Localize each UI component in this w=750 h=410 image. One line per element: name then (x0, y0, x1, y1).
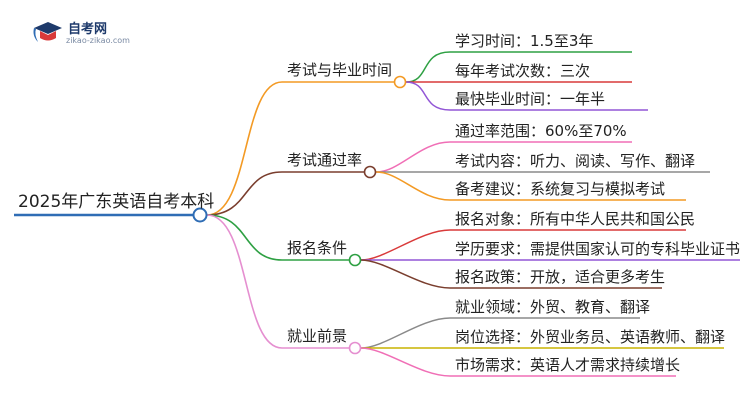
branch-node (393, 75, 407, 89)
leaf-label: 每年考试次数：三次 (455, 62, 591, 80)
root-topic: 2025年广东英语自考本科 (18, 192, 215, 212)
leaf-connector (375, 171, 451, 201)
leaf-label: 就业领域：外贸、教育、翻译 (455, 298, 651, 316)
branch-label: 就业前景 (287, 327, 348, 345)
graduation-cap-icon (33, 22, 62, 42)
branch-connector (206, 81, 283, 216)
branch-node (348, 341, 362, 355)
leaf-connector (405, 81, 451, 111)
logo: 自考网 zikao-zikao.com (30, 14, 150, 54)
leaf-label: 岗位选择：外贸业务员、英语教师、翻译 (455, 328, 726, 346)
leaf-connector (360, 229, 451, 261)
leaf-connector (405, 51, 451, 83)
leaf-label: 报名政策：开放，适合更多考生 (455, 268, 666, 286)
leaf-label: 学习时间：1.5至3年 (455, 32, 594, 50)
branch-label: 报名条件 (287, 239, 348, 257)
branch-connector (206, 214, 283, 349)
leaf-label: 考试内容：听力、阅读、写作、翻译 (455, 152, 696, 170)
leaf-label: 学历要求：需提供国家认可的专科毕业证书 (455, 240, 741, 258)
leaf-label: 通过率范围：60%至70% (455, 122, 627, 140)
branch-label: 考试通过率 (287, 151, 363, 169)
leaf-connector (360, 259, 451, 289)
leaf-label: 最快毕业时间：一年半 (455, 90, 606, 108)
leaf-label: 备考建议：系统复习与模拟考试 (455, 180, 666, 198)
root-node (192, 207, 208, 223)
logo-title: 自考网 (68, 22, 108, 37)
leaf-label: 市场需求：英语人才需求持续增长 (455, 356, 681, 374)
leaf-connector (360, 317, 451, 349)
leaf-connector (360, 347, 451, 377)
leaf-connector (375, 141, 451, 173)
branch-node (348, 253, 362, 267)
branch-label: 考试与毕业时间 (287, 61, 393, 79)
branch-connector (206, 171, 283, 216)
leaf-label: 报名对象：所有中华人民共和国公民 (455, 210, 696, 228)
branch-connector (206, 214, 283, 261)
branch-node (363, 165, 377, 179)
logo-url: zikao-zikao.com (66, 36, 130, 45)
